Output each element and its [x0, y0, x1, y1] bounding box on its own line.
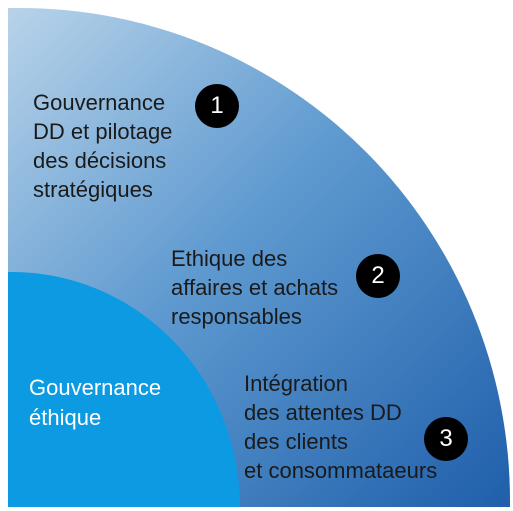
item-1-line: stratégiques	[33, 177, 153, 202]
item-2-line: Ethique des	[171, 246, 288, 271]
number-badge-1: 1	[195, 84, 239, 128]
item-2-label: Ethique des affaires et achats responsab…	[171, 244, 338, 331]
item-2-line: responsables	[171, 304, 302, 329]
inner-label-line: éthique	[29, 405, 102, 430]
number-badge-3: 3	[424, 417, 468, 461]
number-badge-2: 2	[356, 254, 400, 298]
item-1-line: Gouvernance	[33, 90, 166, 115]
item-2-line: affaires et achats	[171, 275, 339, 300]
inner-label-line: Gouvernance	[29, 375, 162, 400]
item-3-label: Intégration des attentes DD des clients …	[244, 369, 437, 485]
item-3-line: Intégration	[244, 371, 348, 396]
item-3-line: des clients	[244, 429, 348, 454]
item-1-line: DD et pilotage	[33, 119, 173, 144]
item-1-line: des décisions	[33, 148, 167, 173]
item-1-label: Gouvernance DD et pilotage des décisions…	[33, 88, 172, 204]
item-3-line: des attentes DD	[244, 400, 402, 425]
inner-quadrant-label: Gouvernance éthique	[29, 373, 161, 433]
inner-quadrant	[8, 272, 240, 507]
item-3-line: et consommataeurs	[244, 458, 438, 483]
